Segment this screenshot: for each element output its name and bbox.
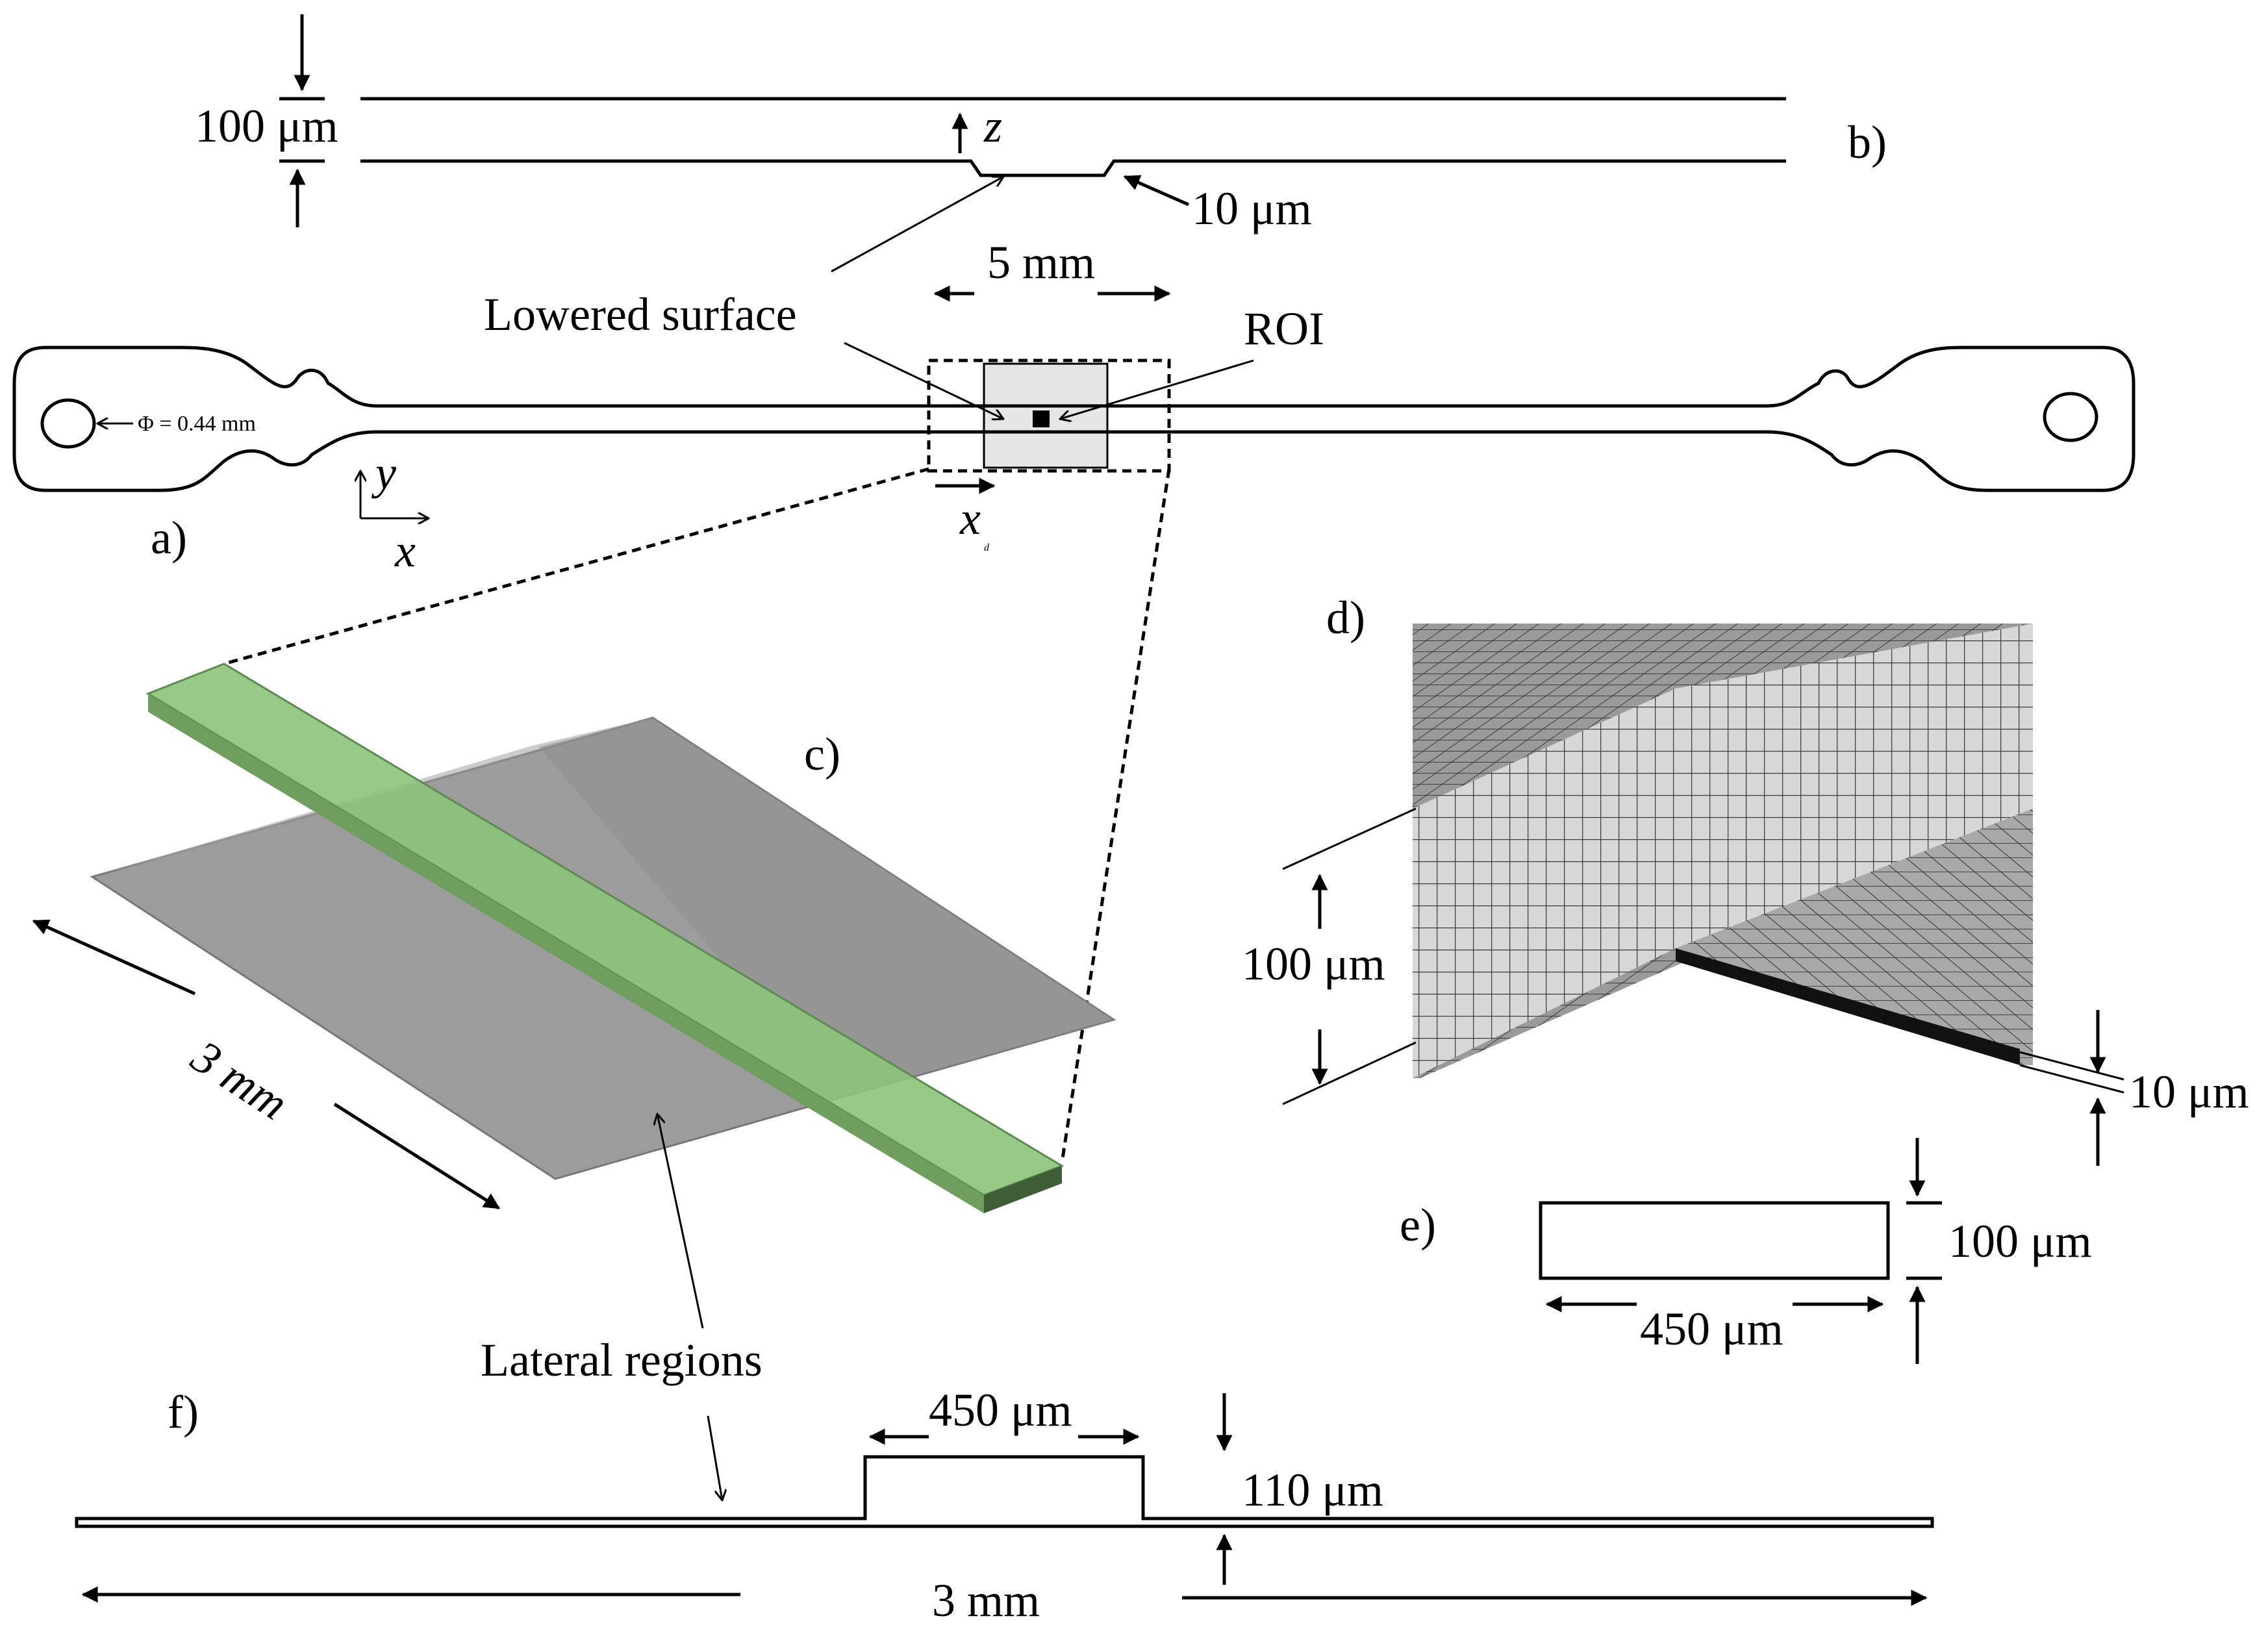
panel-a: Φ = 0.44 mm 5 mm Lowered surface ROI x d… — [12, 177, 2136, 577]
zoom-box — [927, 359, 1171, 473]
roi-label: ROI — [1244, 303, 1324, 355]
panel-c-tag: c) — [804, 728, 840, 780]
zoom-connector-left — [223, 467, 929, 666]
mesh-floor — [1676, 809, 2033, 1065]
panel-f-height-label: 110 μm — [1242, 1464, 1383, 1516]
panel-f-length-label: 3 mm — [932, 1574, 1040, 1626]
panel-f-width-label: 450 μm — [929, 1384, 1072, 1436]
panel-a-xd-axis-label: x — [959, 492, 981, 544]
lateral-regions-label: Lateral regions — [481, 1334, 762, 1386]
panel-d-height-label: 100 μm — [1242, 938, 1385, 990]
panel-e-tag: e) — [1400, 1199, 1436, 1251]
panel-a-xd-subscript: d — [984, 542, 990, 553]
panel-a-width-label: 5 mm — [987, 236, 1095, 288]
panel-f-tag: f) — [168, 1386, 199, 1438]
panel-a-diameter-label: Φ = 0.44 mm — [138, 412, 256, 436]
panel-b-thickness-label: 100 μm — [195, 100, 338, 152]
roi-marker — [1033, 410, 1050, 427]
panel-c: 3 mm c) Lateral regions — [32, 662, 1116, 1500]
panel-b-z-axis-label: z — [983, 100, 1002, 152]
panel-a-tag: a) — [151, 512, 187, 564]
panel-f: 450 μm 110 μm 3 mm f) — [75, 1384, 1934, 1626]
panel-d-tag: d) — [1326, 592, 1365, 644]
panel-e: 100 μm 450 μm e) — [1400, 1138, 2092, 1364]
panel-e-height-label: 100 μm — [1948, 1215, 2092, 1267]
zoom-connector-right — [1060, 468, 1171, 1163]
panel-d-gap-label: 10 μm — [2129, 1066, 2249, 1118]
panel-a-y-axis-label: y — [371, 447, 396, 499]
panel-e-width-label: 450 μm — [1640, 1303, 1783, 1355]
panel-b-depth-label: 10 μm — [1192, 183, 1312, 234]
panel-a-x-axis-label: x — [394, 525, 416, 577]
panel-b: 100 μm z 10 μm b) — [195, 14, 1887, 234]
channel-cross-section — [1539, 1201, 1890, 1280]
panel-d: 100 μm 10 μm d) — [1242, 592, 2249, 1166]
panel-b-tag: b) — [1848, 116, 1887, 168]
channel-profile — [75, 1455, 1934, 1528]
panel-c-length-label: 3 mm — [182, 1030, 297, 1130]
lowered-surface-label: Lowered surface — [484, 288, 797, 340]
